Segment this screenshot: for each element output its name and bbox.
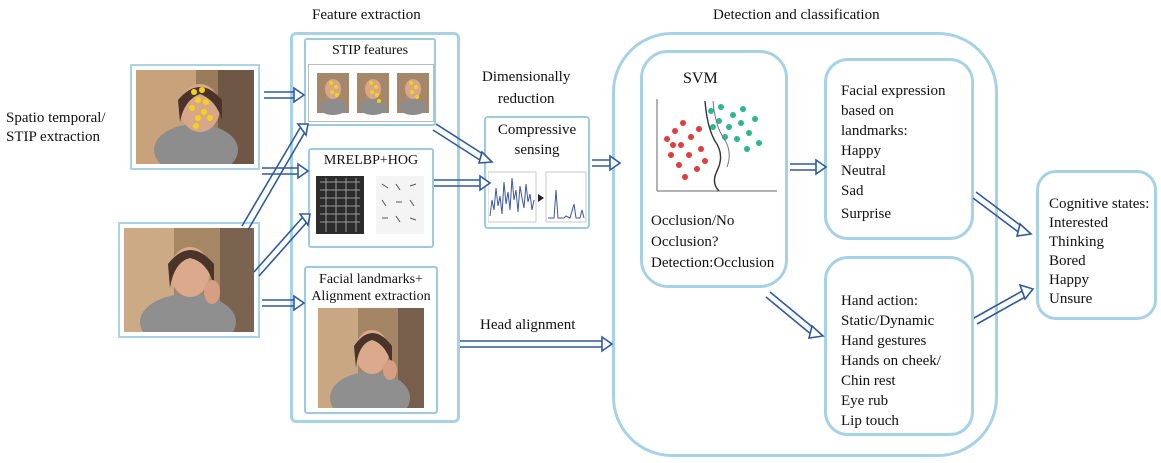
arrow-compressive-to-svm bbox=[592, 154, 622, 172]
input-frame-2 bbox=[118, 222, 260, 338]
facial-expression-heading: Facial expression based on landmarks: bbox=[841, 83, 946, 139]
facial-expression-item: Neutral bbox=[841, 163, 886, 179]
compressive-sensing-box: Compressive sensing bbox=[484, 116, 590, 229]
facial-expression-item: Happy bbox=[841, 143, 881, 159]
input-frame-1 bbox=[130, 64, 260, 170]
hand-action-item: Eye rub bbox=[841, 393, 889, 409]
detection-classification-heading: Detection and classification bbox=[713, 7, 880, 23]
arrow-mrelbp-to-compressive bbox=[434, 174, 492, 192]
cognitive-states-box: Cognitive states: Interested Thinking Bo… bbox=[1036, 170, 1157, 320]
head-alignment-label: Head alignment bbox=[480, 317, 576, 333]
cognitive-state-item: Bored bbox=[1049, 253, 1086, 269]
arrow-input2-to-mrelbp bbox=[253, 213, 311, 277]
arrow-head-alignment bbox=[460, 335, 614, 353]
svm-scatter-plot bbox=[653, 97, 779, 195]
stip-extraction-label: Spatio temporal/ STIP extraction bbox=[6, 110, 106, 145]
svm-caption: Occlusion/No Occlusion? Detection:Occlus… bbox=[651, 213, 775, 271]
arrow-hand-to-cognitive bbox=[973, 283, 1035, 325]
mrelbp-hog-panel: MRELBP+HOG bbox=[308, 148, 434, 248]
facial-expression-box: Facial expression based on landmarks: Ha… bbox=[824, 58, 974, 240]
stip-features-panel: STIP features bbox=[304, 38, 436, 126]
input-photo-2 bbox=[124, 228, 254, 332]
cognitive-state-item: Thinking bbox=[1049, 234, 1104, 250]
hand-action-heading: Hand action: bbox=[841, 293, 919, 309]
hand-action-item: Hands on cheek/ Chin rest bbox=[841, 353, 941, 389]
stip-thumbnails bbox=[308, 64, 434, 122]
cognitive-state-item: Unsure bbox=[1049, 291, 1093, 307]
hand-action-item: Static/Dynamic bbox=[841, 313, 935, 329]
facial-expression-item: Sad bbox=[841, 183, 864, 199]
landmarks-photo bbox=[318, 308, 424, 408]
stip-features-title: STIP features bbox=[331, 43, 409, 58]
sensing-signal-plots bbox=[487, 170, 588, 224]
arrow-input1-to-stip bbox=[264, 86, 306, 104]
svm-title: SVM bbox=[683, 70, 718, 87]
hand-action-item: Lip touch bbox=[841, 413, 899, 429]
hand-action-item: Hand gestures bbox=[841, 333, 927, 349]
facial-landmarks-title: Facial landmarks+ Alignment extraction bbox=[311, 272, 431, 304]
arrow-svm-to-hand-action bbox=[765, 291, 825, 339]
texture-hog-images bbox=[316, 174, 428, 238]
cognitive-state-item: Happy bbox=[1049, 272, 1089, 288]
arrow-stip-to-compressive bbox=[432, 123, 494, 164]
facial-expression-item: Surprise bbox=[841, 206, 891, 222]
arrow-input2-to-stip bbox=[241, 123, 309, 231]
svm-box: SVM Occlusion/No Occlusion? Detection:Oc… bbox=[640, 50, 788, 288]
input-photo-1 bbox=[136, 70, 254, 164]
compressive-sensing-title: Compressive sensing bbox=[497, 122, 577, 158]
arrow-input2-to-landmarks bbox=[262, 294, 306, 312]
dimensionally-reduction-label: Dimensionally reduction bbox=[482, 69, 571, 107]
cognitive-state-item: Interested bbox=[1049, 215, 1109, 231]
arrow-facial-to-cognitive bbox=[972, 191, 1033, 237]
facial-landmarks-panel: Facial landmarks+ Alignment extraction bbox=[304, 266, 438, 414]
mrelbp-hog-title: MRELBP+HOG bbox=[323, 153, 419, 168]
cognitive-states-heading: Cognitive states: bbox=[1049, 196, 1150, 212]
arrow-svm-to-facial-expression bbox=[790, 158, 828, 176]
feature-extraction-heading: Feature extraction bbox=[312, 7, 421, 23]
hand-action-box: Hand action: Static/Dynamic Hand gesture… bbox=[824, 256, 974, 436]
